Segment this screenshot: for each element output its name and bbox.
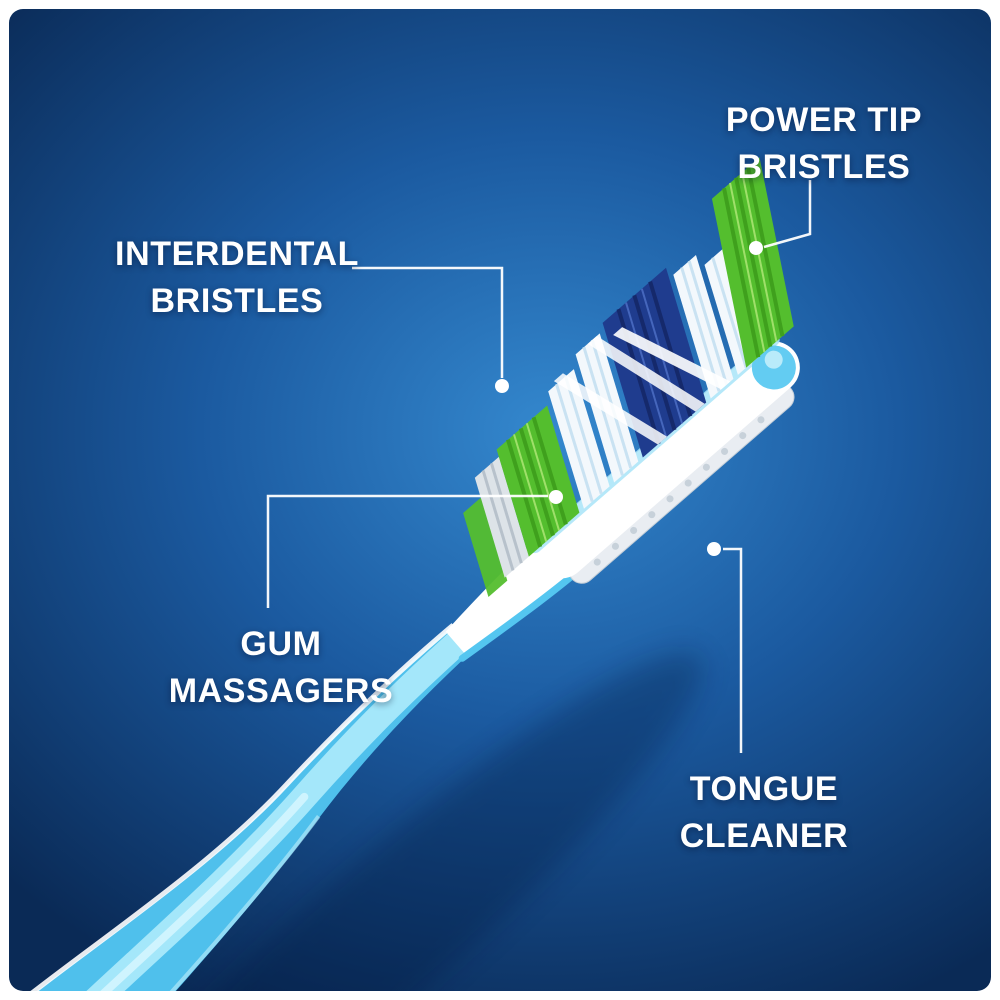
label-gum-line1: GUM — [240, 625, 322, 663]
handle-shine — [9, 792, 309, 991]
callout-dot-gum — [549, 490, 563, 504]
gum-massagers-outer-tuft — [463, 496, 508, 598]
neck-blue-edge — [458, 570, 578, 662]
toothbrush-illustration — [9, 157, 812, 991]
criss-cross-white-tuft — [587, 335, 705, 412]
brush-shadow — [47, 652, 703, 991]
label-tongue-line2: CLEANER — [679, 817, 849, 855]
silver-tuft — [474, 456, 529, 578]
handle-top-highlight — [9, 623, 455, 991]
gum-massagers — [496, 405, 580, 557]
handle-bottom-highlight — [14, 815, 321, 991]
power-tip-bristles — [711, 157, 794, 368]
toothbrush-feature-diagram: POWER TIP BRISTLES INTERDENTAL BRISTLES … — [9, 9, 991, 991]
callout-dot-interdental — [495, 379, 509, 393]
callout-line-interdental — [352, 266, 504, 378]
label-tongue-line1: TONGUE — [689, 770, 839, 808]
label-interdental-bristles: INTERDENTAL BRISTLES — [115, 231, 359, 325]
head-tip-cap-shine — [764, 350, 783, 369]
criss-cross-white-tuft — [553, 373, 667, 445]
callout-line-power-tip — [763, 180, 812, 249]
toothbrush — [9, 157, 800, 991]
brush-head — [535, 341, 800, 579]
callout-lines — [266, 180, 812, 753]
criss-cross-white-tuft — [613, 327, 731, 390]
label-interdental-line2: BRISTLES — [150, 282, 324, 320]
label-interdental-line1: INTERDENTAL — [115, 235, 359, 273]
label-gum-line2: MASSAGERS — [168, 672, 394, 710]
label-tongue-cleaner: TONGUE CLEANER — [680, 766, 849, 860]
callout-dot-power-tip — [749, 241, 763, 255]
diagram-background: POWER TIP BRISTLES INTERDENTAL BRISTLES … — [9, 9, 991, 991]
label-power-tip-line1: POWER TIP — [725, 101, 923, 139]
tongue-cleaner-bumps-row2 — [593, 401, 782, 566]
label-power-tip-line2: BRISTLES — [737, 148, 911, 186]
callout-line-gum — [266, 494, 548, 608]
label-power-tip-bristles: POWER TIP BRISTLES — [726, 97, 922, 191]
interdental-bristles — [553, 267, 707, 458]
callout-dot-tongue — [707, 542, 721, 556]
callout-line-tongue — [723, 547, 743, 753]
label-gum-massagers: GUM MASSAGERS — [169, 621, 394, 715]
